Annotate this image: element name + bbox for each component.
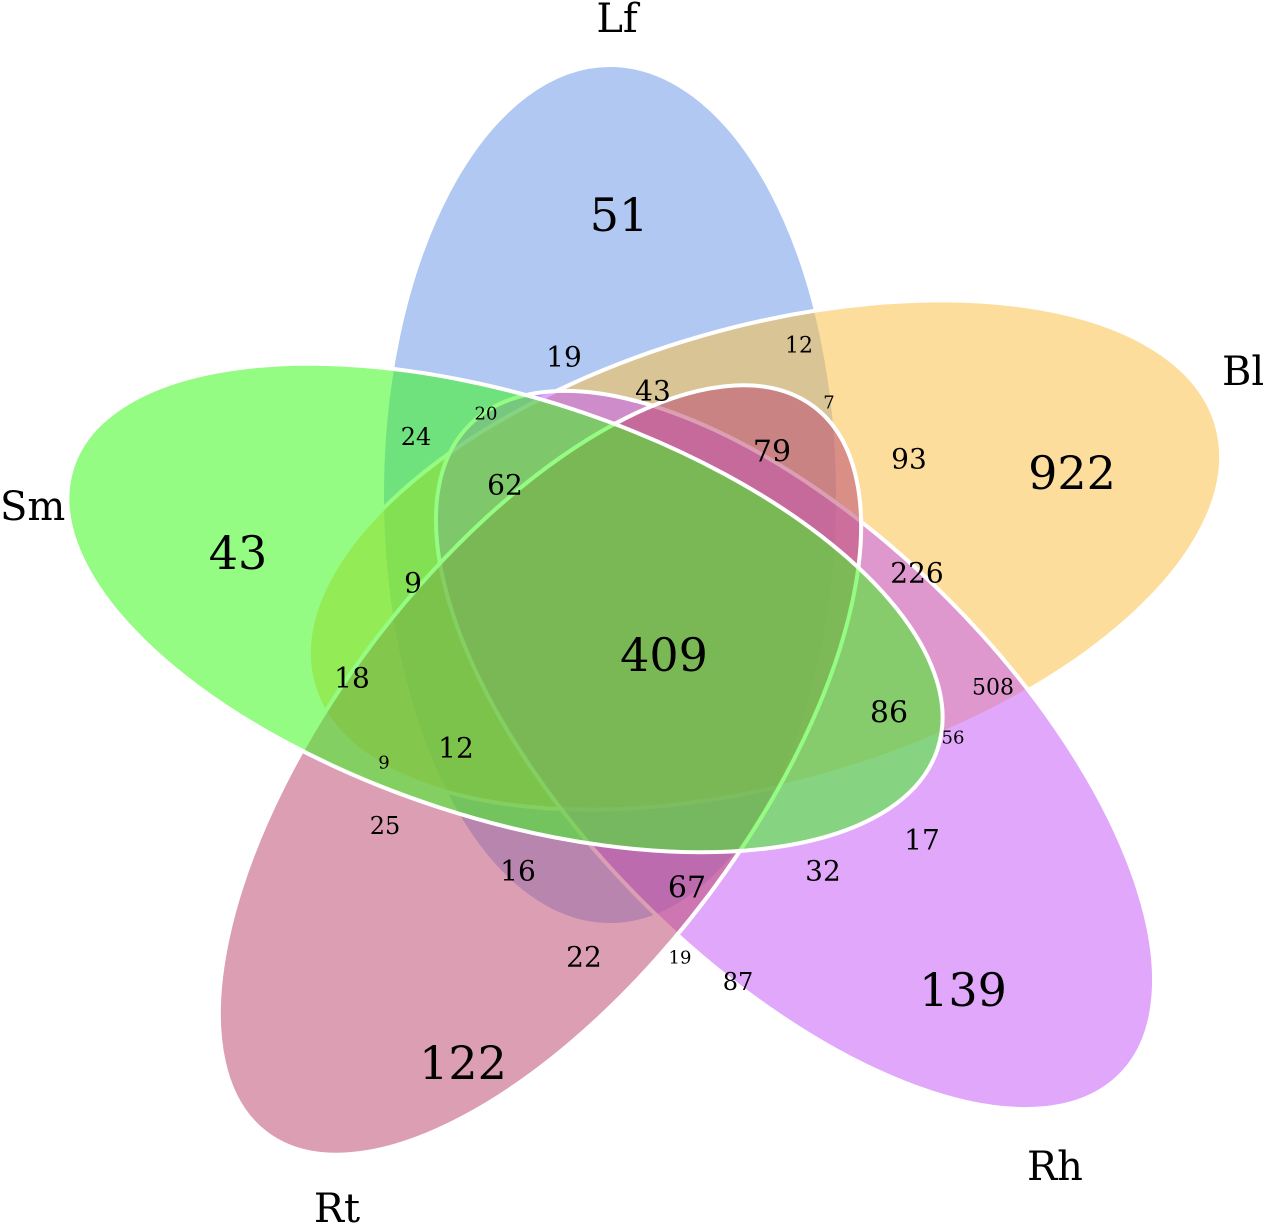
count-region: 18 (334, 662, 370, 695)
count-sm-only: 43 (209, 526, 268, 580)
count-region: 12 (785, 334, 813, 359)
count-region: 62 (487, 469, 523, 502)
count-region: 19 (669, 948, 692, 969)
count-region: 226 (890, 557, 943, 590)
region-counts: 51 922 43 122 139 409 19 12 43 7 20 24 6… (209, 188, 1116, 1090)
count-region: 12 (438, 732, 474, 765)
count-region: 79 (753, 435, 791, 470)
count-region: 24 (401, 423, 432, 451)
count-region: 20 (475, 404, 498, 425)
count-region: 17 (904, 824, 940, 857)
set-sm-petal (65, 361, 945, 855)
venn-sets (65, 63, 1224, 1157)
count-region: 9 (378, 753, 389, 774)
set-label-sm: Sm (0, 484, 65, 530)
count-rh-only: 139 (919, 963, 1007, 1017)
count-region: 56 (942, 728, 965, 749)
count-center: 409 (620, 628, 708, 682)
count-region: 9 (404, 567, 422, 600)
set-label-bl: Bl (1222, 349, 1264, 395)
count-region: 43 (635, 375, 671, 408)
set-label-rh: Rh (1027, 1144, 1083, 1190)
set-label-lf: Lf (596, 0, 641, 42)
count-region: 32 (805, 855, 841, 888)
count-bl-only: 922 (1028, 446, 1116, 500)
count-region: 508 (972, 676, 1014, 701)
count-lf-only: 51 (590, 188, 649, 242)
count-region: 7 (823, 393, 834, 414)
count-region: 25 (370, 812, 401, 840)
count-region: 87 (723, 968, 754, 996)
set-label-rt: Rt (314, 1186, 360, 1224)
count-region: 16 (500, 855, 536, 888)
count-region: 19 (546, 341, 582, 374)
count-rt-only: 122 (419, 1036, 507, 1090)
count-region: 67 (668, 871, 706, 906)
count-region: 22 (566, 941, 602, 974)
count-region: 86 (870, 696, 908, 731)
count-region: 93 (891, 443, 927, 476)
